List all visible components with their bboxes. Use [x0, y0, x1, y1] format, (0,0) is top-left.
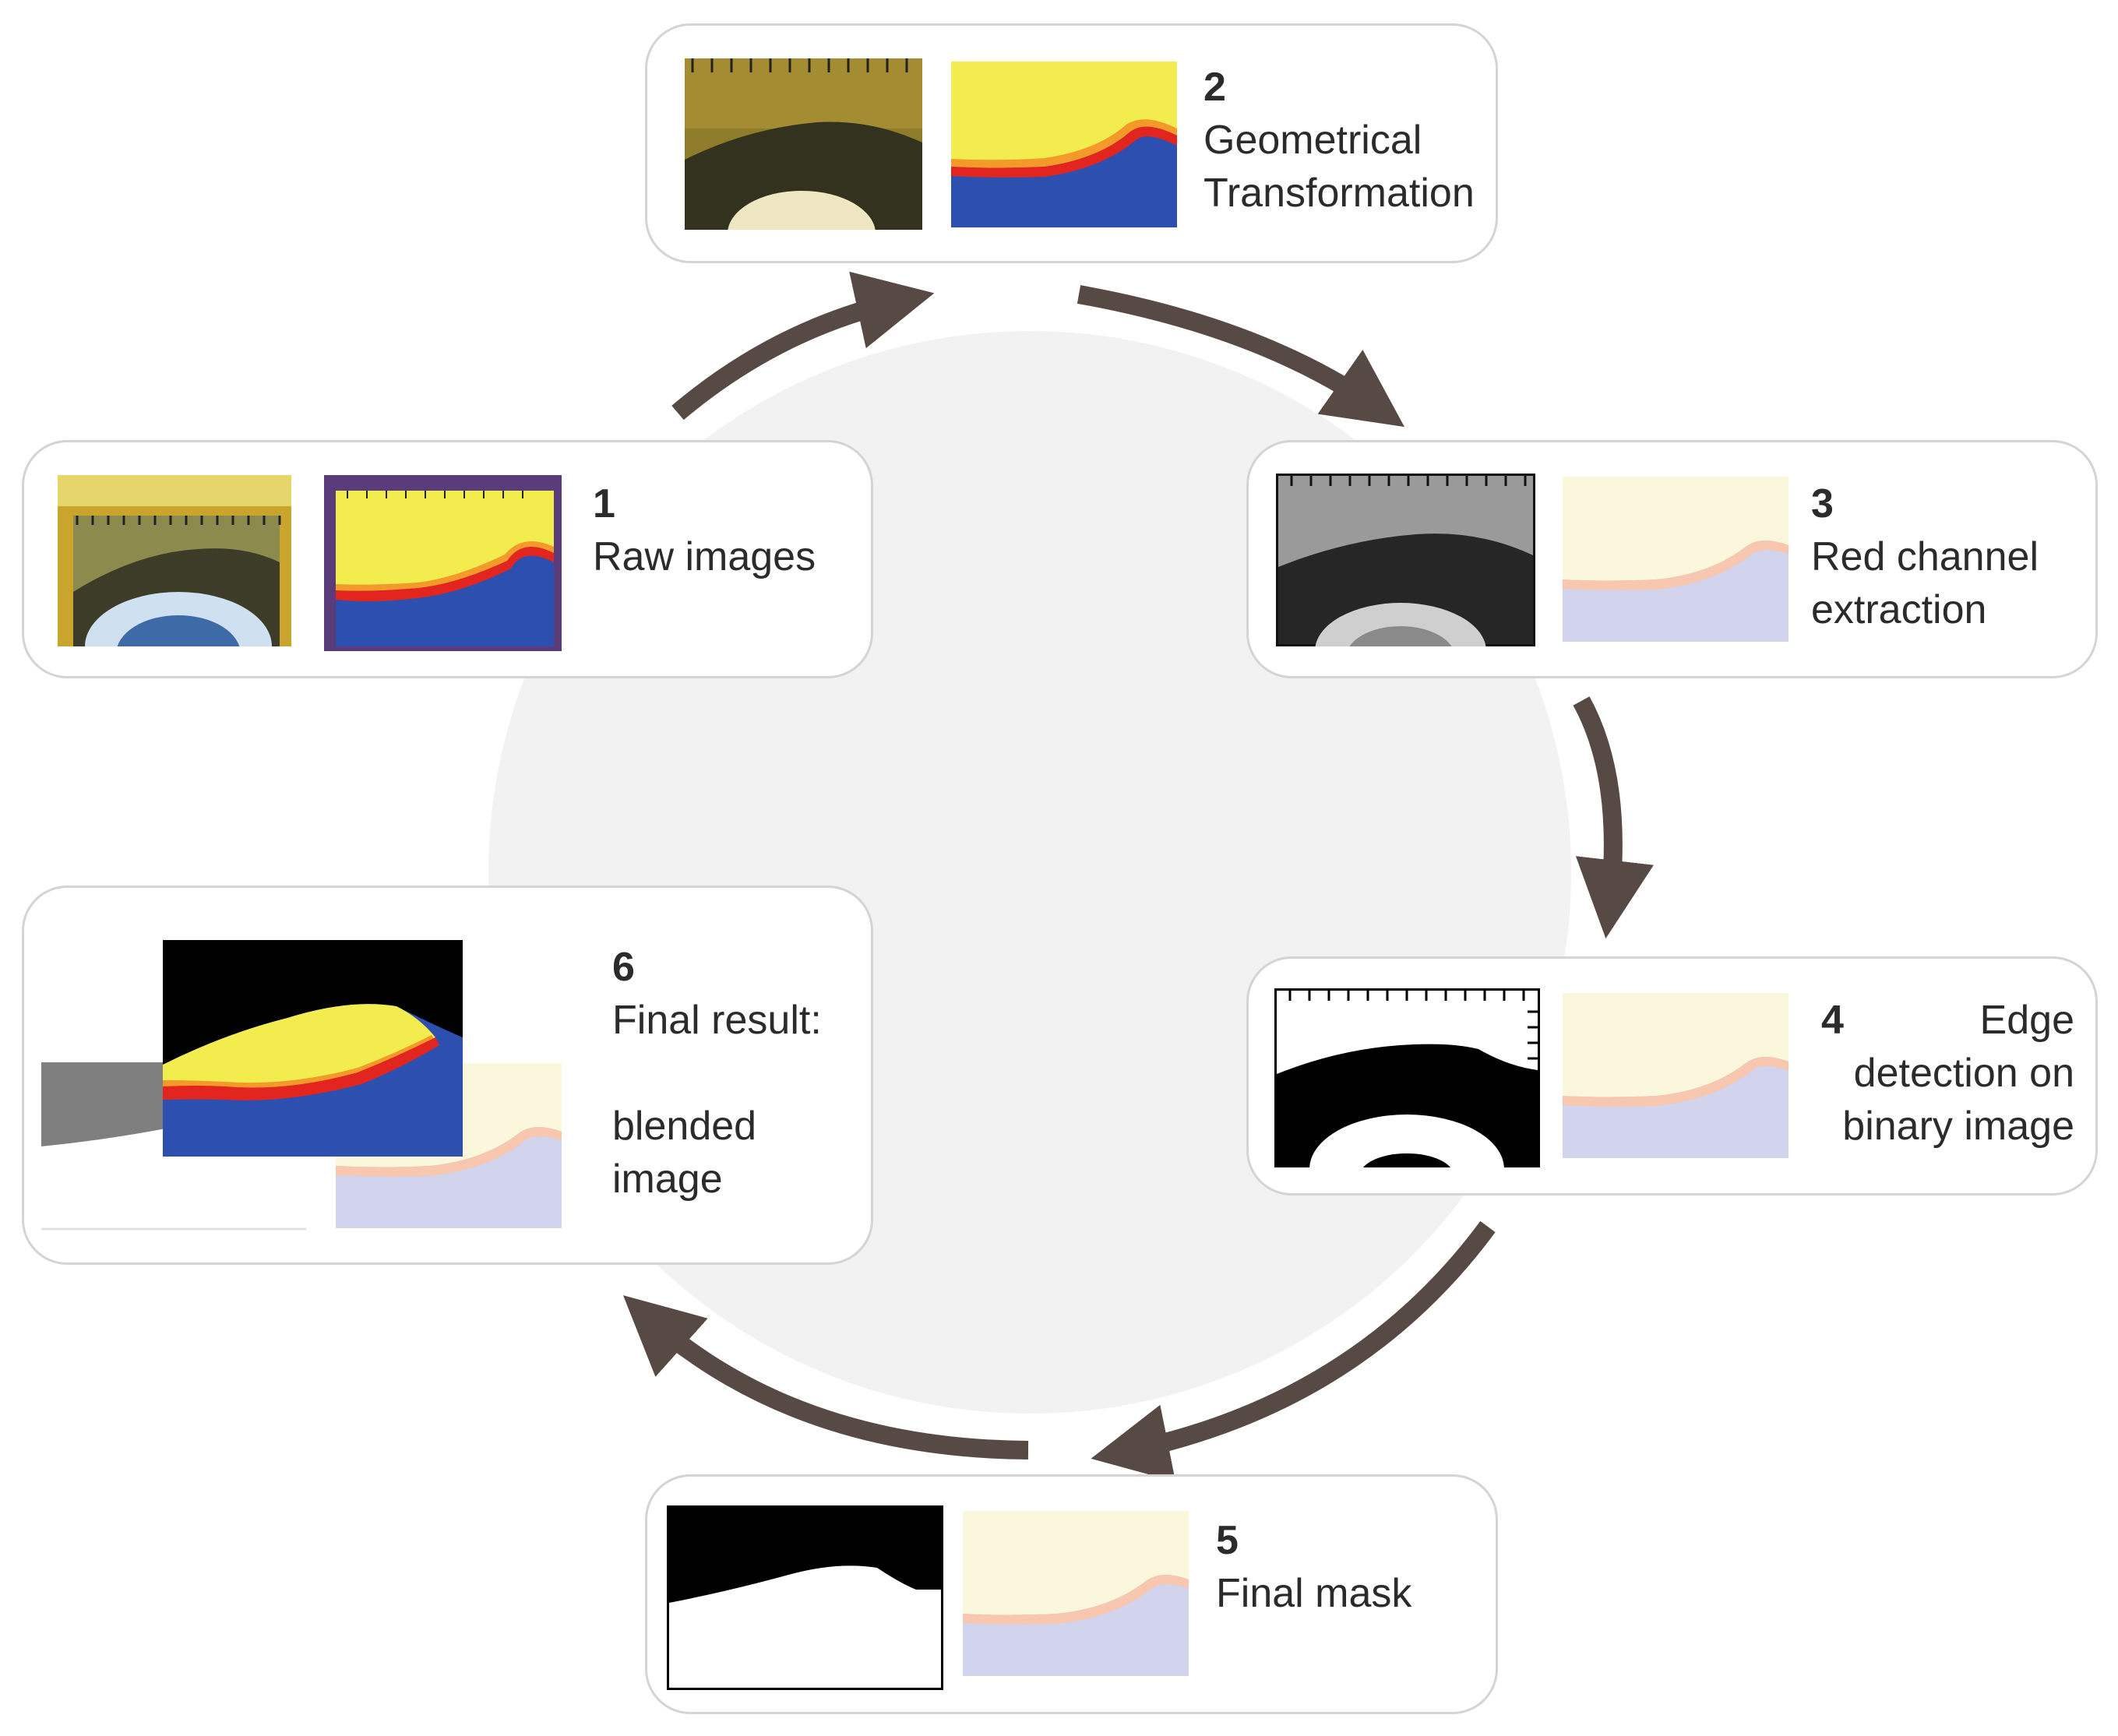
step-3-caption: 3 Red channel extraction — [1811, 477, 2080, 636]
step-2-photo-thumbnail — [685, 58, 922, 230]
step-4-caption: 4 Edge detection on binary image — [1821, 994, 2074, 1153]
step-6-number: 6 — [612, 945, 635, 990]
step-5-box: 5 Final mask — [645, 1474, 1498, 1714]
step-2-caption: 2 Geometrical Transformation — [1203, 61, 1492, 220]
step-5-caption: 5 Final mask — [1216, 1514, 1481, 1620]
step-3-red-channel-thumbnail — [1276, 474, 1535, 646]
step-1-box: 1 Raw images — [22, 440, 873, 678]
step-2-thermal-thumbnail — [951, 62, 1177, 227]
step-3-box: 3 Red channel extraction — [1246, 440, 2098, 678]
step-2-number: 2 — [1203, 65, 1226, 110]
step-2-label: Geometrical Transformation — [1203, 118, 1475, 216]
step-2-box: 2 Geometrical Transformation — [645, 23, 1498, 263]
step-5-number: 5 — [1216, 1518, 1239, 1563]
step-1-caption: 1 Raw images — [593, 477, 858, 583]
step-4-pale-thermal-thumbnail — [1563, 993, 1788, 1158]
step-4-label: Edge detection on binary image — [1842, 998, 2074, 1149]
step-3-number: 3 — [1811, 481, 1834, 526]
step-1-label: Raw images — [593, 534, 816, 579]
step-6-caption: 6 Final result: blended image — [612, 941, 862, 1206]
step-5-pale-thermal-thumbnail — [963, 1511, 1189, 1676]
step-3-pale-thermal-thumbnail — [1563, 477, 1788, 642]
arrow-5-to-6 — [622, 1295, 1029, 1460]
step-6-label: Final result: blended image — [612, 998, 822, 1202]
step-6-blended-result-thumbnail — [163, 940, 463, 1157]
arrow-1-to-2 — [671, 271, 935, 421]
arrow-3-to-4 — [1573, 696, 1654, 939]
step-3-label: Red channel extraction — [1811, 534, 2039, 632]
step-4-number: 4 — [1821, 998, 1844, 1043]
arrow-4-to-5 — [1091, 1220, 1496, 1482]
step-4-binary-thumbnail — [1274, 988, 1540, 1167]
step-1-raw-photo-thumbnail — [58, 475, 291, 646]
step-1-number: 1 — [593, 481, 615, 526]
step-5-label: Final mask — [1216, 1571, 1412, 1616]
step-1-thermal-thumbnail — [324, 475, 562, 651]
step-4-box: 4 Edge detection on binary image — [1246, 956, 2098, 1195]
step-5-mask-thumbnail — [667, 1505, 943, 1690]
step-6-box: 6 Final result: blended image — [22, 886, 873, 1265]
arrow-2-to-3 — [1077, 285, 1405, 428]
